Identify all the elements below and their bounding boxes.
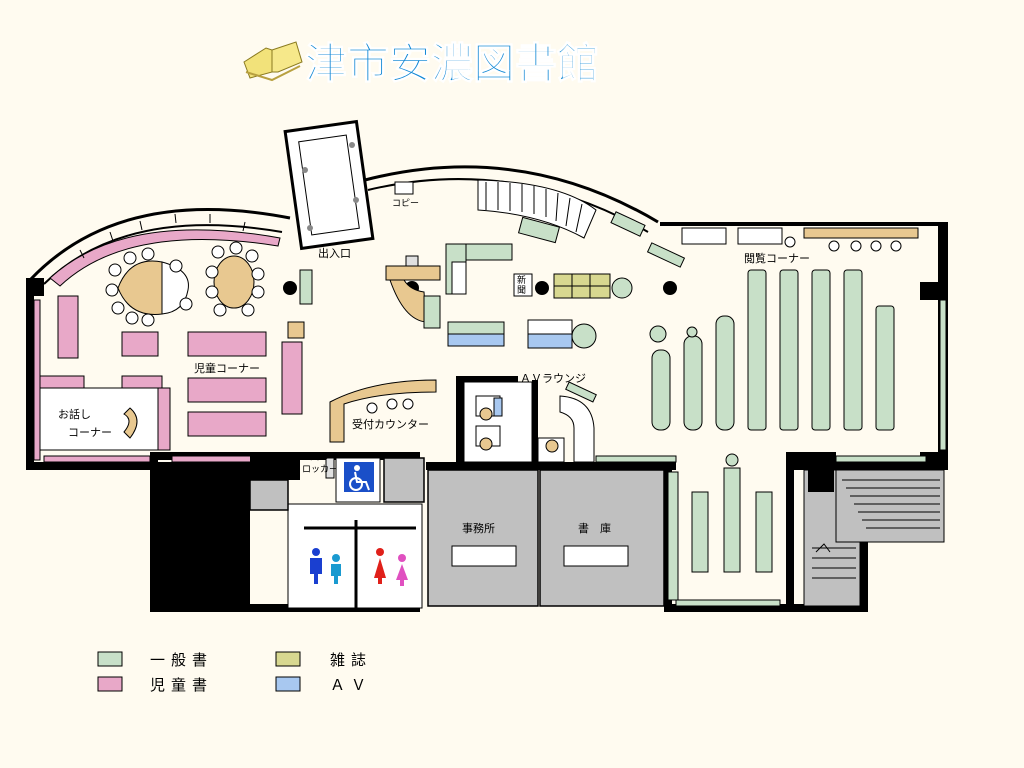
children-corner-label: 児童コーナー: [194, 361, 260, 375]
coin-lockers: [325, 457, 335, 479]
wheelchair-icon: [344, 462, 374, 492]
general-book-shelves: [649, 269, 895, 601]
legend-label-general: 一般書: [150, 651, 213, 669]
restroom-area: [249, 457, 425, 609]
reception-counter: [329, 379, 437, 443]
center-furniture: [299, 243, 633, 349]
children-reading-tables: [105, 241, 265, 327]
open-book-icon: [243, 41, 303, 82]
copy-label: コピー: [392, 198, 419, 209]
legend-label-magazine: 雑誌: [330, 651, 372, 669]
copy-machine: [394, 181, 414, 195]
legend-swatch-magazine: [275, 651, 301, 667]
stacks-room: [539, 469, 665, 607]
stacks-label: 書 庫: [578, 521, 611, 535]
legend-swatch-general: [97, 651, 123, 667]
reception-label: 受付カウンター: [352, 418, 429, 431]
av-lounge: [463, 381, 597, 463]
story-corner-label-2: コーナー: [68, 426, 112, 439]
av-lounge-label: ＡＶラウンジ: [520, 372, 586, 385]
curved-general-shelves: [477, 179, 686, 268]
women-restroom-icon: [374, 548, 408, 586]
office-desk: [451, 545, 517, 567]
office-room: [427, 469, 539, 607]
legend-label-children: 児童書: [150, 676, 213, 694]
children-shelves: [39, 295, 305, 451]
men-restroom-icon: [310, 548, 341, 584]
newspaper-label-2: 聞: [517, 285, 526, 296]
library-title: 津市安濃図書館: [305, 39, 599, 88]
legend-label-av: ＡＶ: [330, 676, 372, 694]
entrance: [283, 119, 375, 251]
legend-swatch-av: [275, 676, 301, 692]
reading-corner-label: 閲覧コーナー: [744, 251, 810, 265]
stair-block: [250, 452, 300, 480]
coin-locker-label-2: ロッカー: [302, 464, 338, 475]
stacks-shelf: [563, 545, 629, 567]
staircase: [803, 469, 945, 607]
story-corner-label-1: お話し: [58, 407, 91, 421]
office-label: 事務所: [462, 521, 495, 535]
reading-room-desks: [681, 227, 919, 252]
newspaper-label-1: 新: [517, 274, 526, 286]
legend-swatch-children: [97, 676, 123, 692]
entrance-label: 出入口: [318, 246, 351, 260]
coin-locker-label-1: コイン: [304, 453, 331, 463]
legend: 一般書 雑誌 児童書 ＡＶ: [97, 651, 372, 694]
story-corner: [39, 387, 159, 451]
window-strips: [33, 299, 947, 607]
storage-block: [158, 462, 250, 604]
curved-children-shelves: [49, 213, 281, 287]
